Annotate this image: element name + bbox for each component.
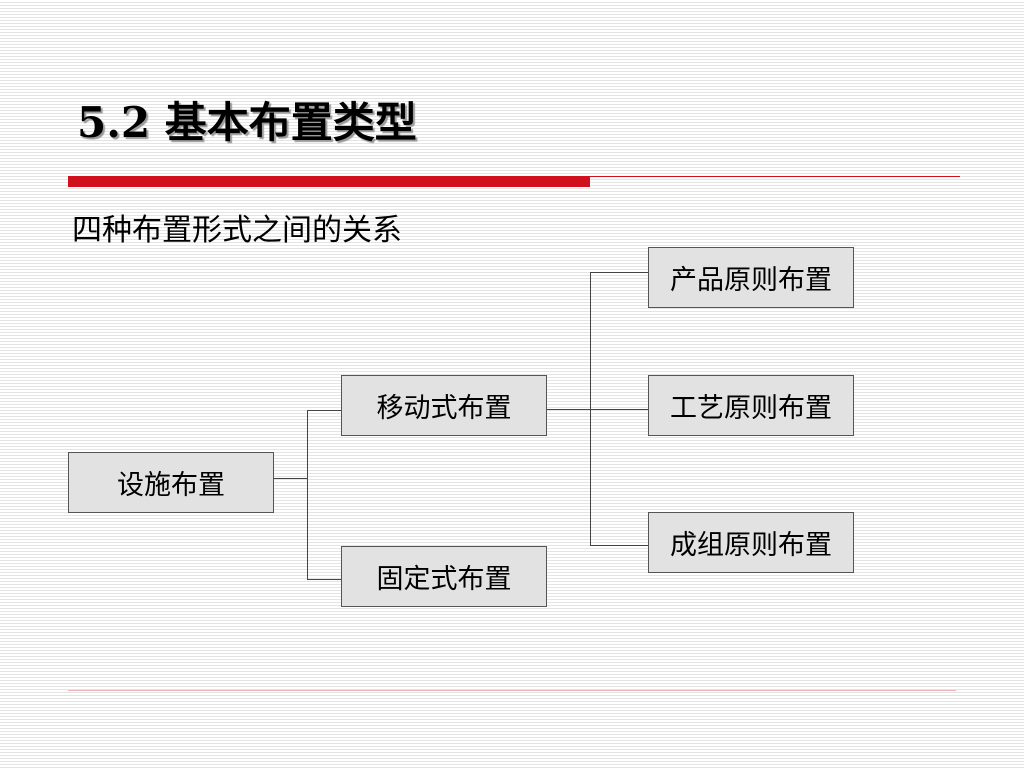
node-process-layout: 工艺原则布置 (648, 375, 854, 436)
node-fixed-layout: 固定式布置 (341, 546, 547, 607)
slide-title: 5.2 基本布置类型 (77, 98, 417, 147)
node-product-layout: 产品原则布置 (648, 247, 854, 308)
footer-divider (68, 690, 956, 691)
node-group-layout: 成组原则布置 (648, 512, 854, 573)
node-facility-layout: 设施布置 (68, 452, 274, 513)
slide-subtitle: 四种布置形式之间的关系 (72, 213, 402, 248)
node-mobile-layout: 移动式布置 (341, 375, 547, 436)
title-underline-thin (590, 176, 960, 177)
title-underline-thick (68, 176, 590, 187)
